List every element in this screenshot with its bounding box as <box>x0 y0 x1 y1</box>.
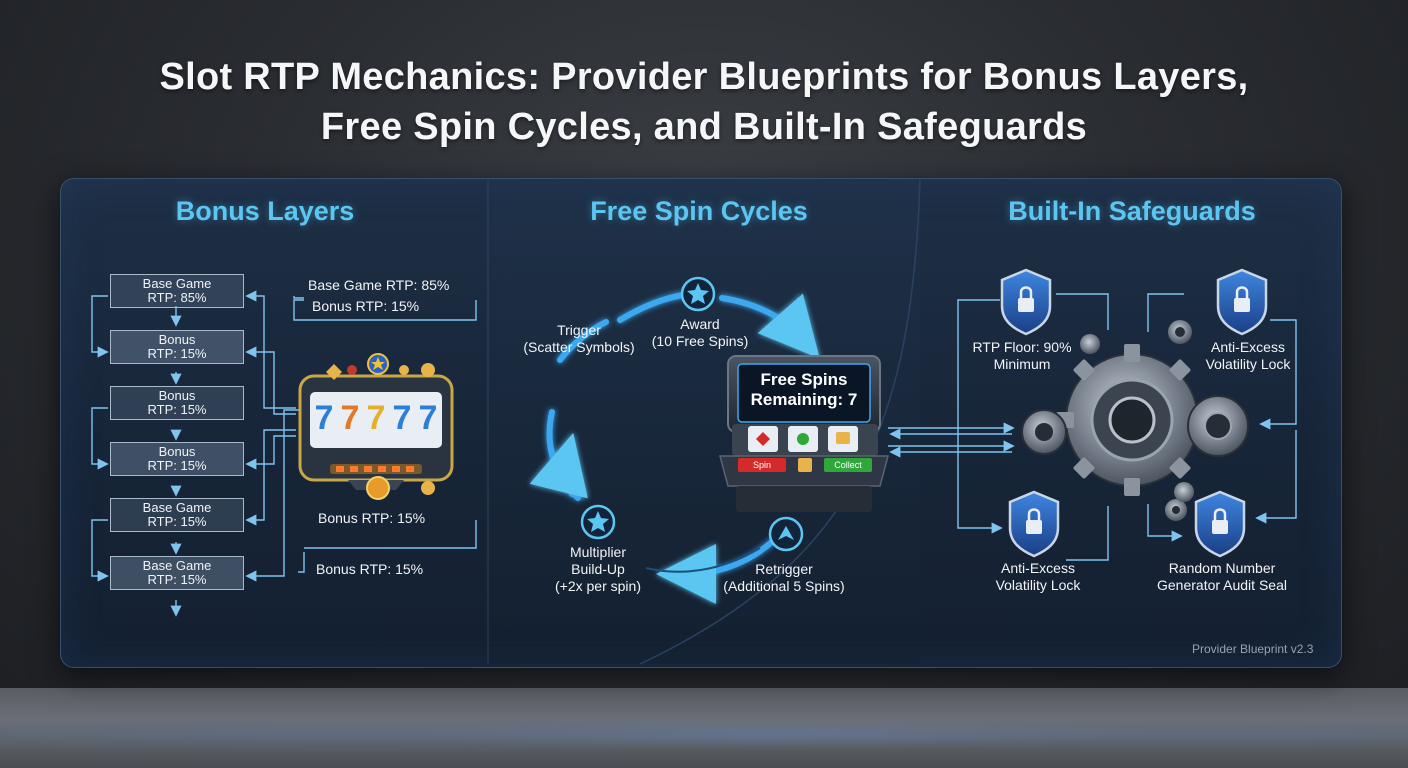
retrigger-icon <box>768 516 804 552</box>
layer-name: Bonus <box>158 332 196 347</box>
retrigger-detail: (Additional 5 Spins) <box>723 578 845 594</box>
trigger-detail: (Scatter Symbols) <box>523 339 635 355</box>
label-volatility-lock-top: Anti-Excess Volatility Lock <box>1186 339 1310 373</box>
layer-box: Bonus RTP: 15% <box>110 330 244 364</box>
gear-cluster-icon <box>1021 320 1249 521</box>
safeguard-links <box>888 293 1297 561</box>
layer-box: Bonus RTP: 15% <box>110 442 244 476</box>
label-volatility-lock-bottom: Anti-Excess Volatility Lock <box>976 560 1100 594</box>
reel-symbol: 7 <box>314 399 334 437</box>
lock-bottom-title: Anti-Excess <box>1001 560 1075 576</box>
layer-box: Base Game RTP: 15% <box>110 498 244 532</box>
label-rtp-floor: RTP Floor: 90% Minimum <box>960 339 1084 373</box>
layer-rtp: RTP: 85% <box>147 290 207 305</box>
free-spins-machine <box>719 355 889 512</box>
layer-box: Bonus RTP: 15% <box>110 386 244 420</box>
layer-rtp: RTP: 15% <box>147 572 207 587</box>
layer-rtp: RTP: 15% <box>147 346 207 361</box>
shield-lock-icon-volatility-top <box>1216 268 1268 336</box>
slot-reels: 7 7 7 7 7 <box>312 398 440 438</box>
lock-top-detail: Volatility Lock <box>1205 356 1291 372</box>
spin-button[interactable]: Spin <box>752 460 771 470</box>
layer-box: Base Game RTP: 85% <box>110 274 244 308</box>
footer-version: Provider Blueprint v2.3 <box>1192 642 1314 656</box>
screen-title: Free Spins <box>760 370 848 389</box>
layer-rtp: RTP: 15% <box>147 458 207 473</box>
layer-rtp: RTP: 15% <box>147 402 207 417</box>
layer-name: Base Game <box>142 276 212 291</box>
rtp-floor-detail: Minimum <box>993 356 1051 372</box>
label-trigger: Trigger (Scatter Symbols) <box>512 322 646 356</box>
layer-name: Base Game <box>142 558 212 573</box>
label-rng-audit: Random Number Generator Audit Seal <box>1144 560 1300 594</box>
retrigger-title: Retrigger <box>755 561 813 577</box>
layer-name: Bonus <box>158 444 196 459</box>
layer-name: Base Game <box>142 500 212 515</box>
label-bonus-rtp-top: Bonus RTP: 15% <box>312 298 420 314</box>
award-detail: (10 Free Spins) <box>651 333 749 349</box>
reel-symbol: 7 <box>340 399 360 437</box>
reel-symbol: 7 <box>392 399 412 437</box>
page-title: Slot RTP Mechanics: Provider Blueprints … <box>0 52 1408 152</box>
cycle-ring-inner <box>645 547 761 573</box>
multiplier-detail: (+2x per spin) <box>555 578 641 594</box>
free-spins-screen: Free Spins Remaining: 7 <box>738 370 870 410</box>
lock-top-title: Anti-Excess <box>1211 339 1285 355</box>
layer-rtp: RTP: 15% <box>147 514 207 529</box>
layer-box: Base Game RTP: 15% <box>110 556 244 590</box>
multiplier-subtitle: Build-Up <box>571 561 625 577</box>
label-award: Award (10 Free Spins) <box>644 316 756 350</box>
screen-remaining: Remaining: 7 <box>750 390 858 409</box>
section-title-safeguards: Built-In Safeguards <box>1008 196 1256 226</box>
floor-reflection <box>0 700 1408 768</box>
rng-detail: Generator Audit Seal <box>1157 577 1287 593</box>
rng-title: Random Number <box>1168 560 1276 576</box>
floor-backdrop <box>0 688 1408 768</box>
label-bonus-rtp-mid: Bonus RTP: 15% <box>318 510 426 526</box>
award-title: Award <box>680 316 720 332</box>
section-title-bonus: Bonus Layers <box>175 196 355 226</box>
shield-lock-icon-volatility-bottom <box>1008 490 1060 558</box>
multiplier-star-icon <box>580 504 616 540</box>
shield-lock-icon-rng <box>1194 490 1246 558</box>
title-line-2: Free Spin Cycles, and Built-In Safeguard… <box>320 106 1088 148</box>
shield-lock-icon-floor <box>1000 268 1052 336</box>
label-retrigger: Retrigger (Additional 5 Spins) <box>712 561 856 595</box>
trigger-title: Trigger <box>557 322 601 338</box>
layer-connectors <box>91 290 477 617</box>
reel-symbol: 7 <box>366 399 386 437</box>
collect-button[interactable]: Collect <box>834 460 862 470</box>
reel-symbol: 7 <box>418 399 438 437</box>
multiplier-title: Multiplier <box>569 544 626 560</box>
section-title-freespin: Free Spin Cycles <box>590 196 808 226</box>
title-line-1: Slot RTP Mechanics: Provider Blueprints … <box>159 56 1249 98</box>
label-base-game-rtp: Base Game RTP: 85% <box>308 277 450 293</box>
label-bonus-rtp-bottom: Bonus RTP: 15% <box>316 561 424 577</box>
label-multiplier: Multiplier Build-Up (+2x per spin) <box>540 544 656 595</box>
award-star-icon <box>680 276 716 312</box>
layer-name: Bonus <box>158 388 196 403</box>
rtp-floor-title: RTP Floor: 90% <box>972 339 1072 355</box>
slot-machine-icon <box>298 353 454 500</box>
lock-bottom-detail: Volatility Lock <box>995 577 1081 593</box>
